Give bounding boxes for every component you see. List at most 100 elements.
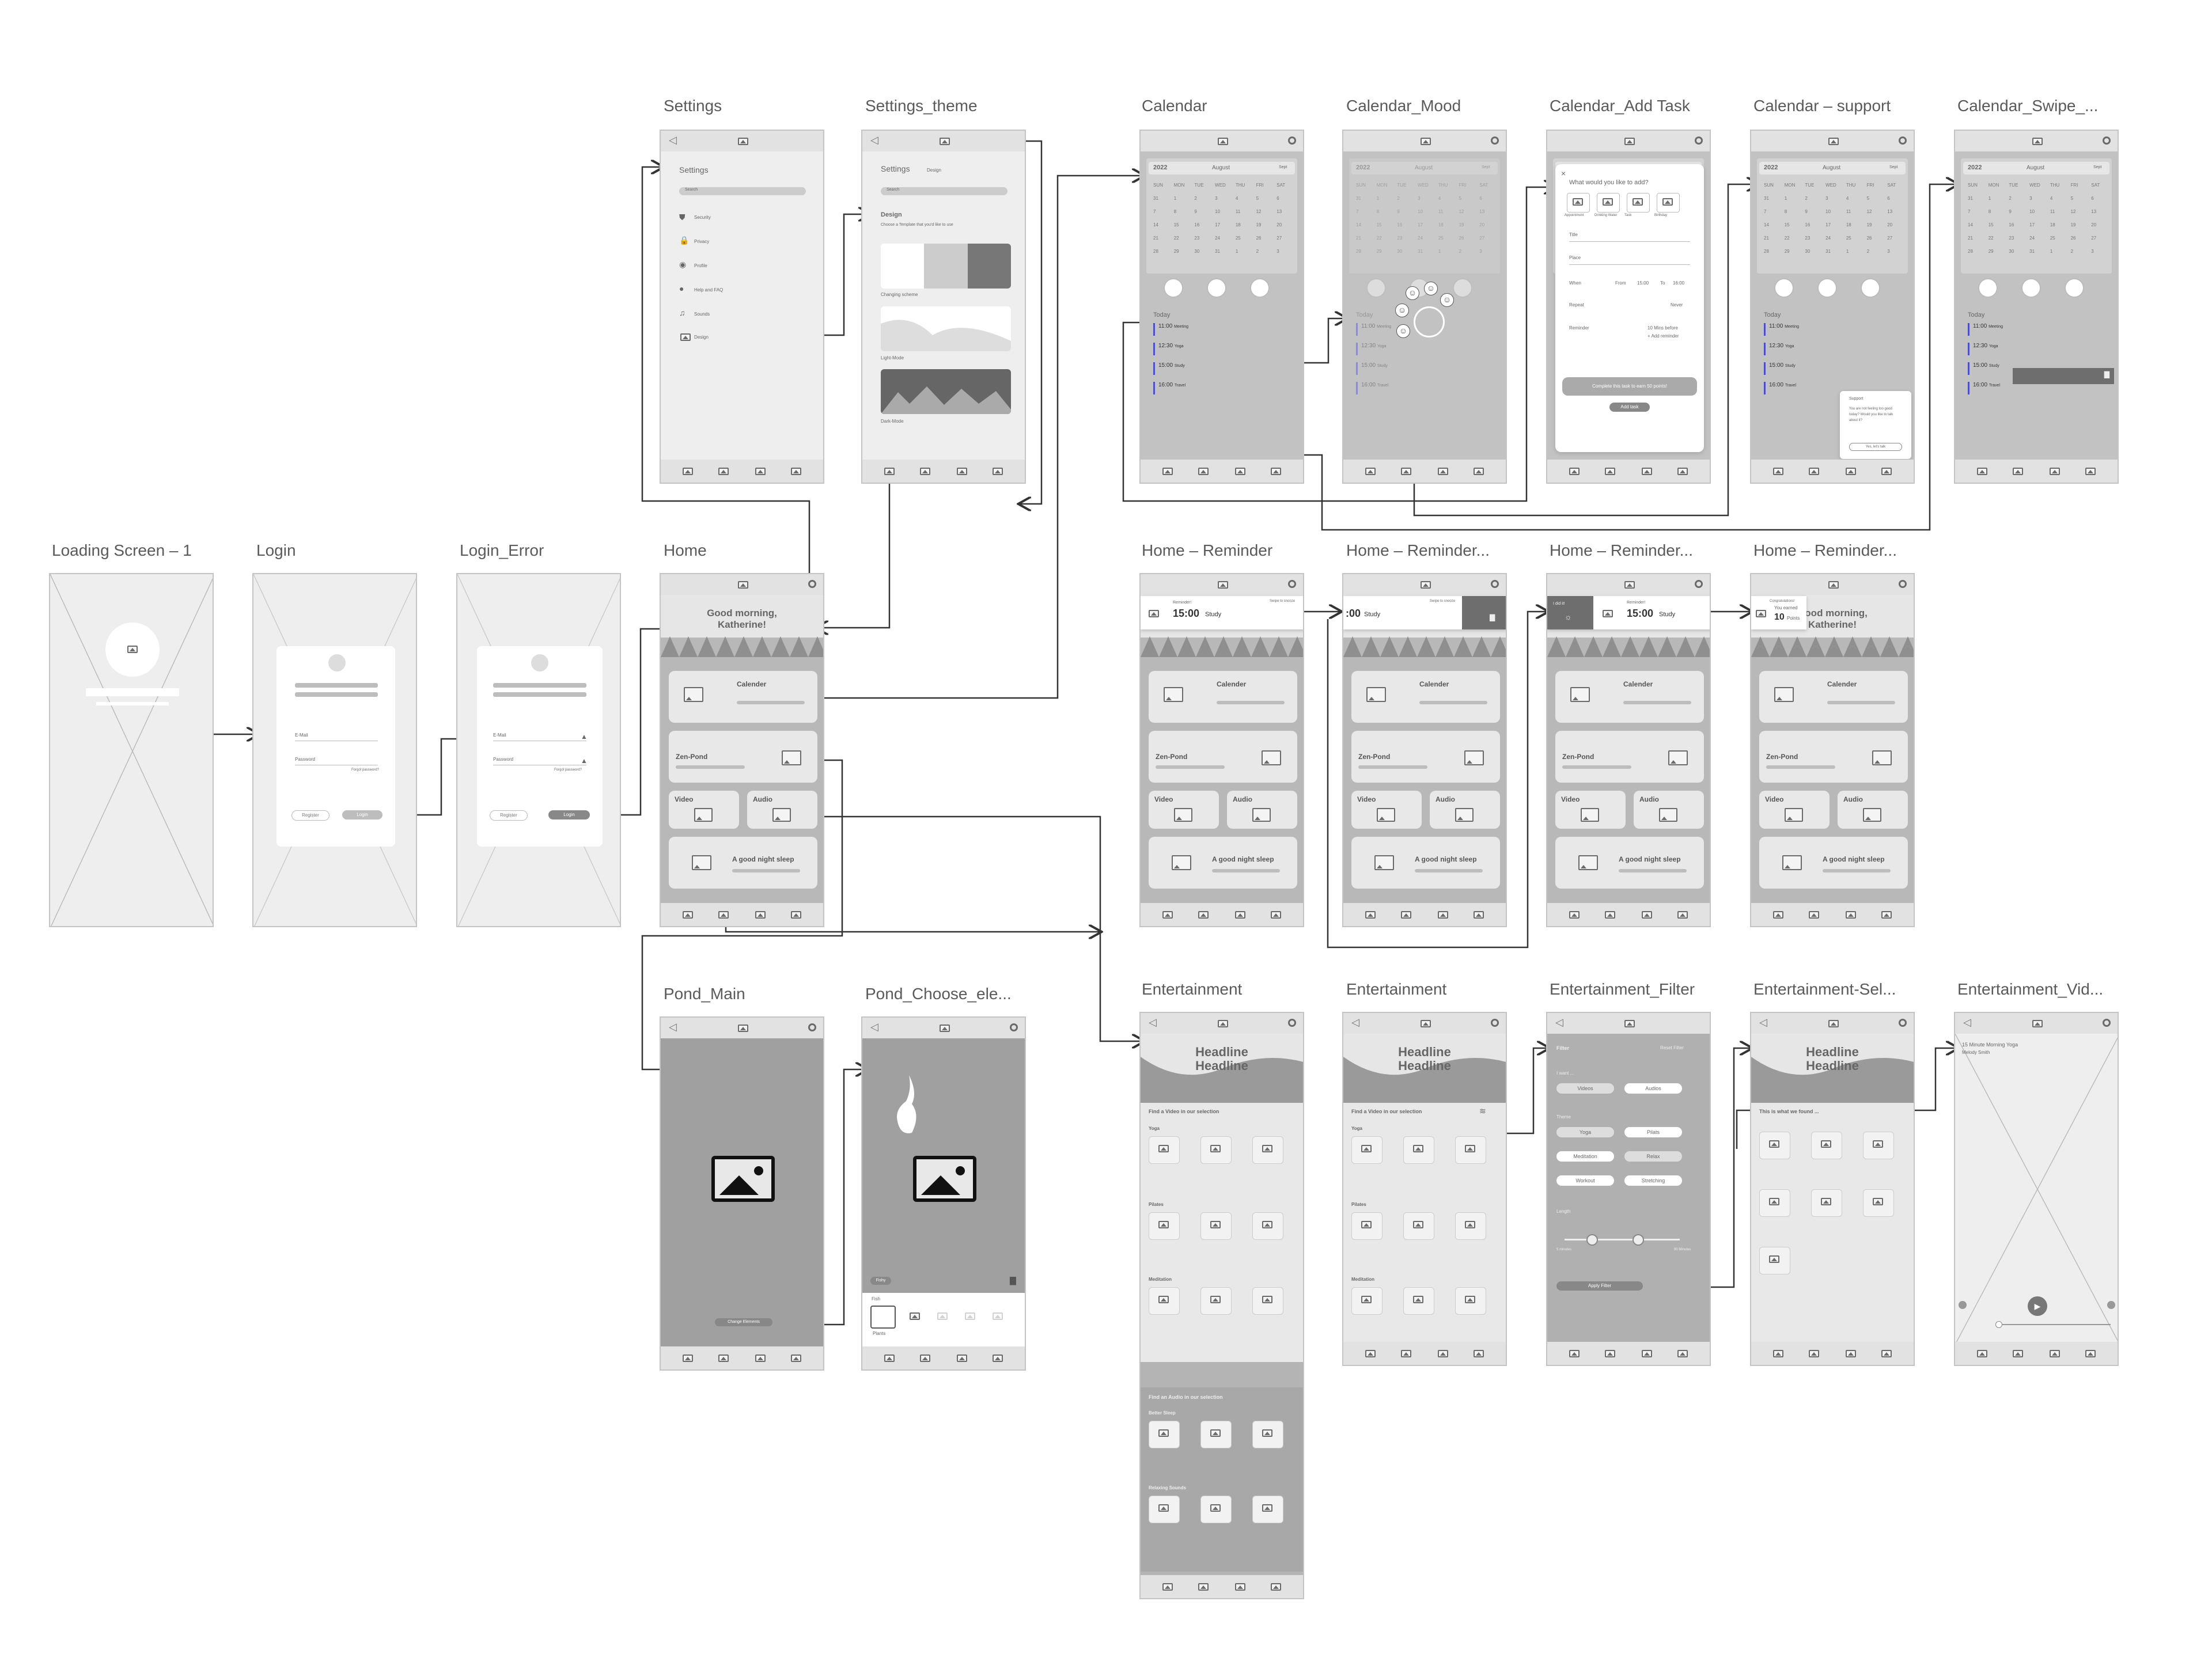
video-placeholder[interactable] xyxy=(1955,1034,2119,1345)
done-strip[interactable]: I did it!☼ xyxy=(1547,596,1593,629)
reset-filter[interactable]: Reset Filter xyxy=(1660,1045,1684,1050)
date-cell[interactable]: 20 xyxy=(2091,222,2097,227)
date-cell[interactable]: 28 xyxy=(1356,249,1361,254)
nav-icon[interactable] xyxy=(920,1355,930,1362)
title-input[interactable] xyxy=(1569,241,1690,242)
add-option[interactable] xyxy=(1627,193,1650,213)
date-cell[interactable]: 22 xyxy=(1376,236,1382,241)
play-button[interactable]: ▶ xyxy=(2028,1296,2047,1316)
add-option[interactable] xyxy=(1567,193,1590,213)
date-cell[interactable]: 29 xyxy=(1376,249,1382,254)
back-icon[interactable]: ◁ xyxy=(1963,1016,1971,1028)
date-cell[interactable]: 1 xyxy=(1173,196,1177,201)
next-month[interactable]: Sept xyxy=(2093,165,2102,169)
change-elements-button[interactable]: Change Elements xyxy=(715,1318,772,1326)
nav-icon[interactable] xyxy=(1438,1350,1448,1357)
to-value[interactable]: 16:00 xyxy=(1673,280,1685,286)
date-cell[interactable]: 4 xyxy=(1235,196,1238,201)
date-cell[interactable]: 2 xyxy=(1397,196,1400,201)
date-cell[interactable]: 13 xyxy=(1479,209,1485,214)
date-cell[interactable]: 28 xyxy=(1764,249,1769,254)
gear-icon[interactable] xyxy=(1899,136,1907,145)
place-input[interactable] xyxy=(1569,264,1690,265)
date-cell[interactable]: 24 xyxy=(1825,236,1831,241)
slider-handle-min[interactable] xyxy=(1586,1234,1598,1246)
sleep-card[interactable]: A good night sleep xyxy=(1149,837,1297,889)
date-cell[interactable]: 9 xyxy=(1194,209,1197,214)
mood-face-icon[interactable]: ☺ xyxy=(1396,324,1410,338)
calendar-card[interactable]: Calender xyxy=(669,671,817,723)
date-cell[interactable]: 26 xyxy=(2070,236,2076,241)
date-cell[interactable]: 9 xyxy=(1397,209,1400,214)
date-cell[interactable]: 19 xyxy=(1459,222,1464,227)
date-cell[interactable]: 23 xyxy=(1805,236,1810,241)
calendar-card[interactable]: Calender xyxy=(1351,671,1500,723)
reminder-value[interactable]: 10 Mins before xyxy=(1647,325,1678,331)
zen-pond-card[interactable]: Zen-Pond xyxy=(1555,731,1704,783)
agenda-row[interactable]: 11:00 Meeting xyxy=(1764,323,1906,336)
next-month[interactable]: Sept xyxy=(1889,165,1898,169)
agenda-row[interactable]: 12:30 Yoga xyxy=(1356,343,1498,355)
nav-icon[interactable] xyxy=(1235,1583,1245,1591)
audio-card[interactable]: Audio xyxy=(1227,791,1297,829)
element-option-icon[interactable] xyxy=(937,1312,948,1320)
date-cell[interactable]: 13 xyxy=(2091,209,2097,214)
nav-icon[interactable] xyxy=(2085,1350,2096,1357)
mood-button[interactable] xyxy=(1207,278,1226,298)
gear-icon[interactable] xyxy=(1695,136,1703,145)
add-option[interactable] xyxy=(1657,193,1680,213)
nav-icon[interactable] xyxy=(1401,468,1411,475)
nav-icon[interactable] xyxy=(1438,911,1448,919)
video-card[interactable]: Video xyxy=(1555,791,1626,829)
date-cell[interactable]: 3 xyxy=(1277,249,1279,254)
filter-videos[interactable]: Videos xyxy=(1556,1083,1614,1094)
video-thumb[interactable] xyxy=(1149,1212,1180,1240)
nav-icon[interactable] xyxy=(755,468,766,475)
date-cell[interactable]: 25 xyxy=(1235,236,1241,241)
date-cell[interactable]: 14 xyxy=(1356,222,1361,227)
date-cell[interactable]: 7 xyxy=(1968,209,1971,214)
date-cell[interactable]: 5 xyxy=(1866,196,1870,201)
mood-face-icon[interactable]: ☺ xyxy=(1440,293,1454,307)
nav-icon[interactable] xyxy=(1271,911,1281,919)
gear-icon[interactable] xyxy=(2103,1019,2111,1027)
date-cell[interactable]: 3 xyxy=(1215,196,1218,201)
date-cell[interactable]: 6 xyxy=(1479,196,1482,201)
gear-icon[interactable] xyxy=(2103,136,2111,145)
date-cell[interactable]: 27 xyxy=(2091,236,2097,241)
gear-icon[interactable] xyxy=(1695,580,1703,588)
gear-icon[interactable] xyxy=(1899,580,1907,588)
date-cell[interactable]: 4 xyxy=(1438,196,1441,201)
date-cell[interactable]: 21 xyxy=(1968,236,1973,241)
nav-icon[interactable] xyxy=(1198,1583,1209,1591)
length-slider-track[interactable] xyxy=(1565,1239,1680,1240)
date-cell[interactable]: 17 xyxy=(1418,222,1423,227)
date-cell[interactable]: 24 xyxy=(2029,236,2035,241)
date-cell[interactable]: 18 xyxy=(1438,222,1444,227)
back-icon[interactable]: ◁ xyxy=(669,134,677,146)
date-cell[interactable]: 12 xyxy=(1866,209,1872,214)
date-cell[interactable]: 14 xyxy=(1153,222,1158,227)
nav-icon[interactable] xyxy=(2050,1350,2060,1357)
nav-icon[interactable] xyxy=(884,1355,895,1362)
nav-icon[interactable] xyxy=(683,468,693,475)
nav-icon[interactable] xyxy=(1474,911,1484,919)
element-option-icon[interactable] xyxy=(965,1312,975,1320)
nav-icon[interactable] xyxy=(1162,911,1173,919)
date-cell[interactable]: 14 xyxy=(1764,222,1769,227)
date-cell[interactable]: 7 xyxy=(1356,209,1359,214)
video-thumb[interactable] xyxy=(1200,1136,1232,1164)
nav-icon[interactable] xyxy=(1881,911,1892,919)
register-button[interactable]: Register xyxy=(490,810,528,821)
audio-card[interactable]: Audio xyxy=(747,791,817,829)
date-cell[interactable]: 23 xyxy=(1397,236,1403,241)
date-cell[interactable]: 23 xyxy=(1194,236,1200,241)
mood-face-icon[interactable]: ☺ xyxy=(1406,286,1419,300)
video-thumb[interactable] xyxy=(1403,1136,1434,1164)
add-event-button[interactable] xyxy=(1164,278,1183,298)
date-cell[interactable]: 1 xyxy=(1438,249,1441,254)
calendar-card[interactable]: Calender xyxy=(1149,671,1297,723)
date-cell[interactable]: 31 xyxy=(1356,196,1361,201)
settings-item-profile[interactable]: Profile xyxy=(694,263,707,268)
nav-icon[interactable] xyxy=(1569,1350,1580,1357)
